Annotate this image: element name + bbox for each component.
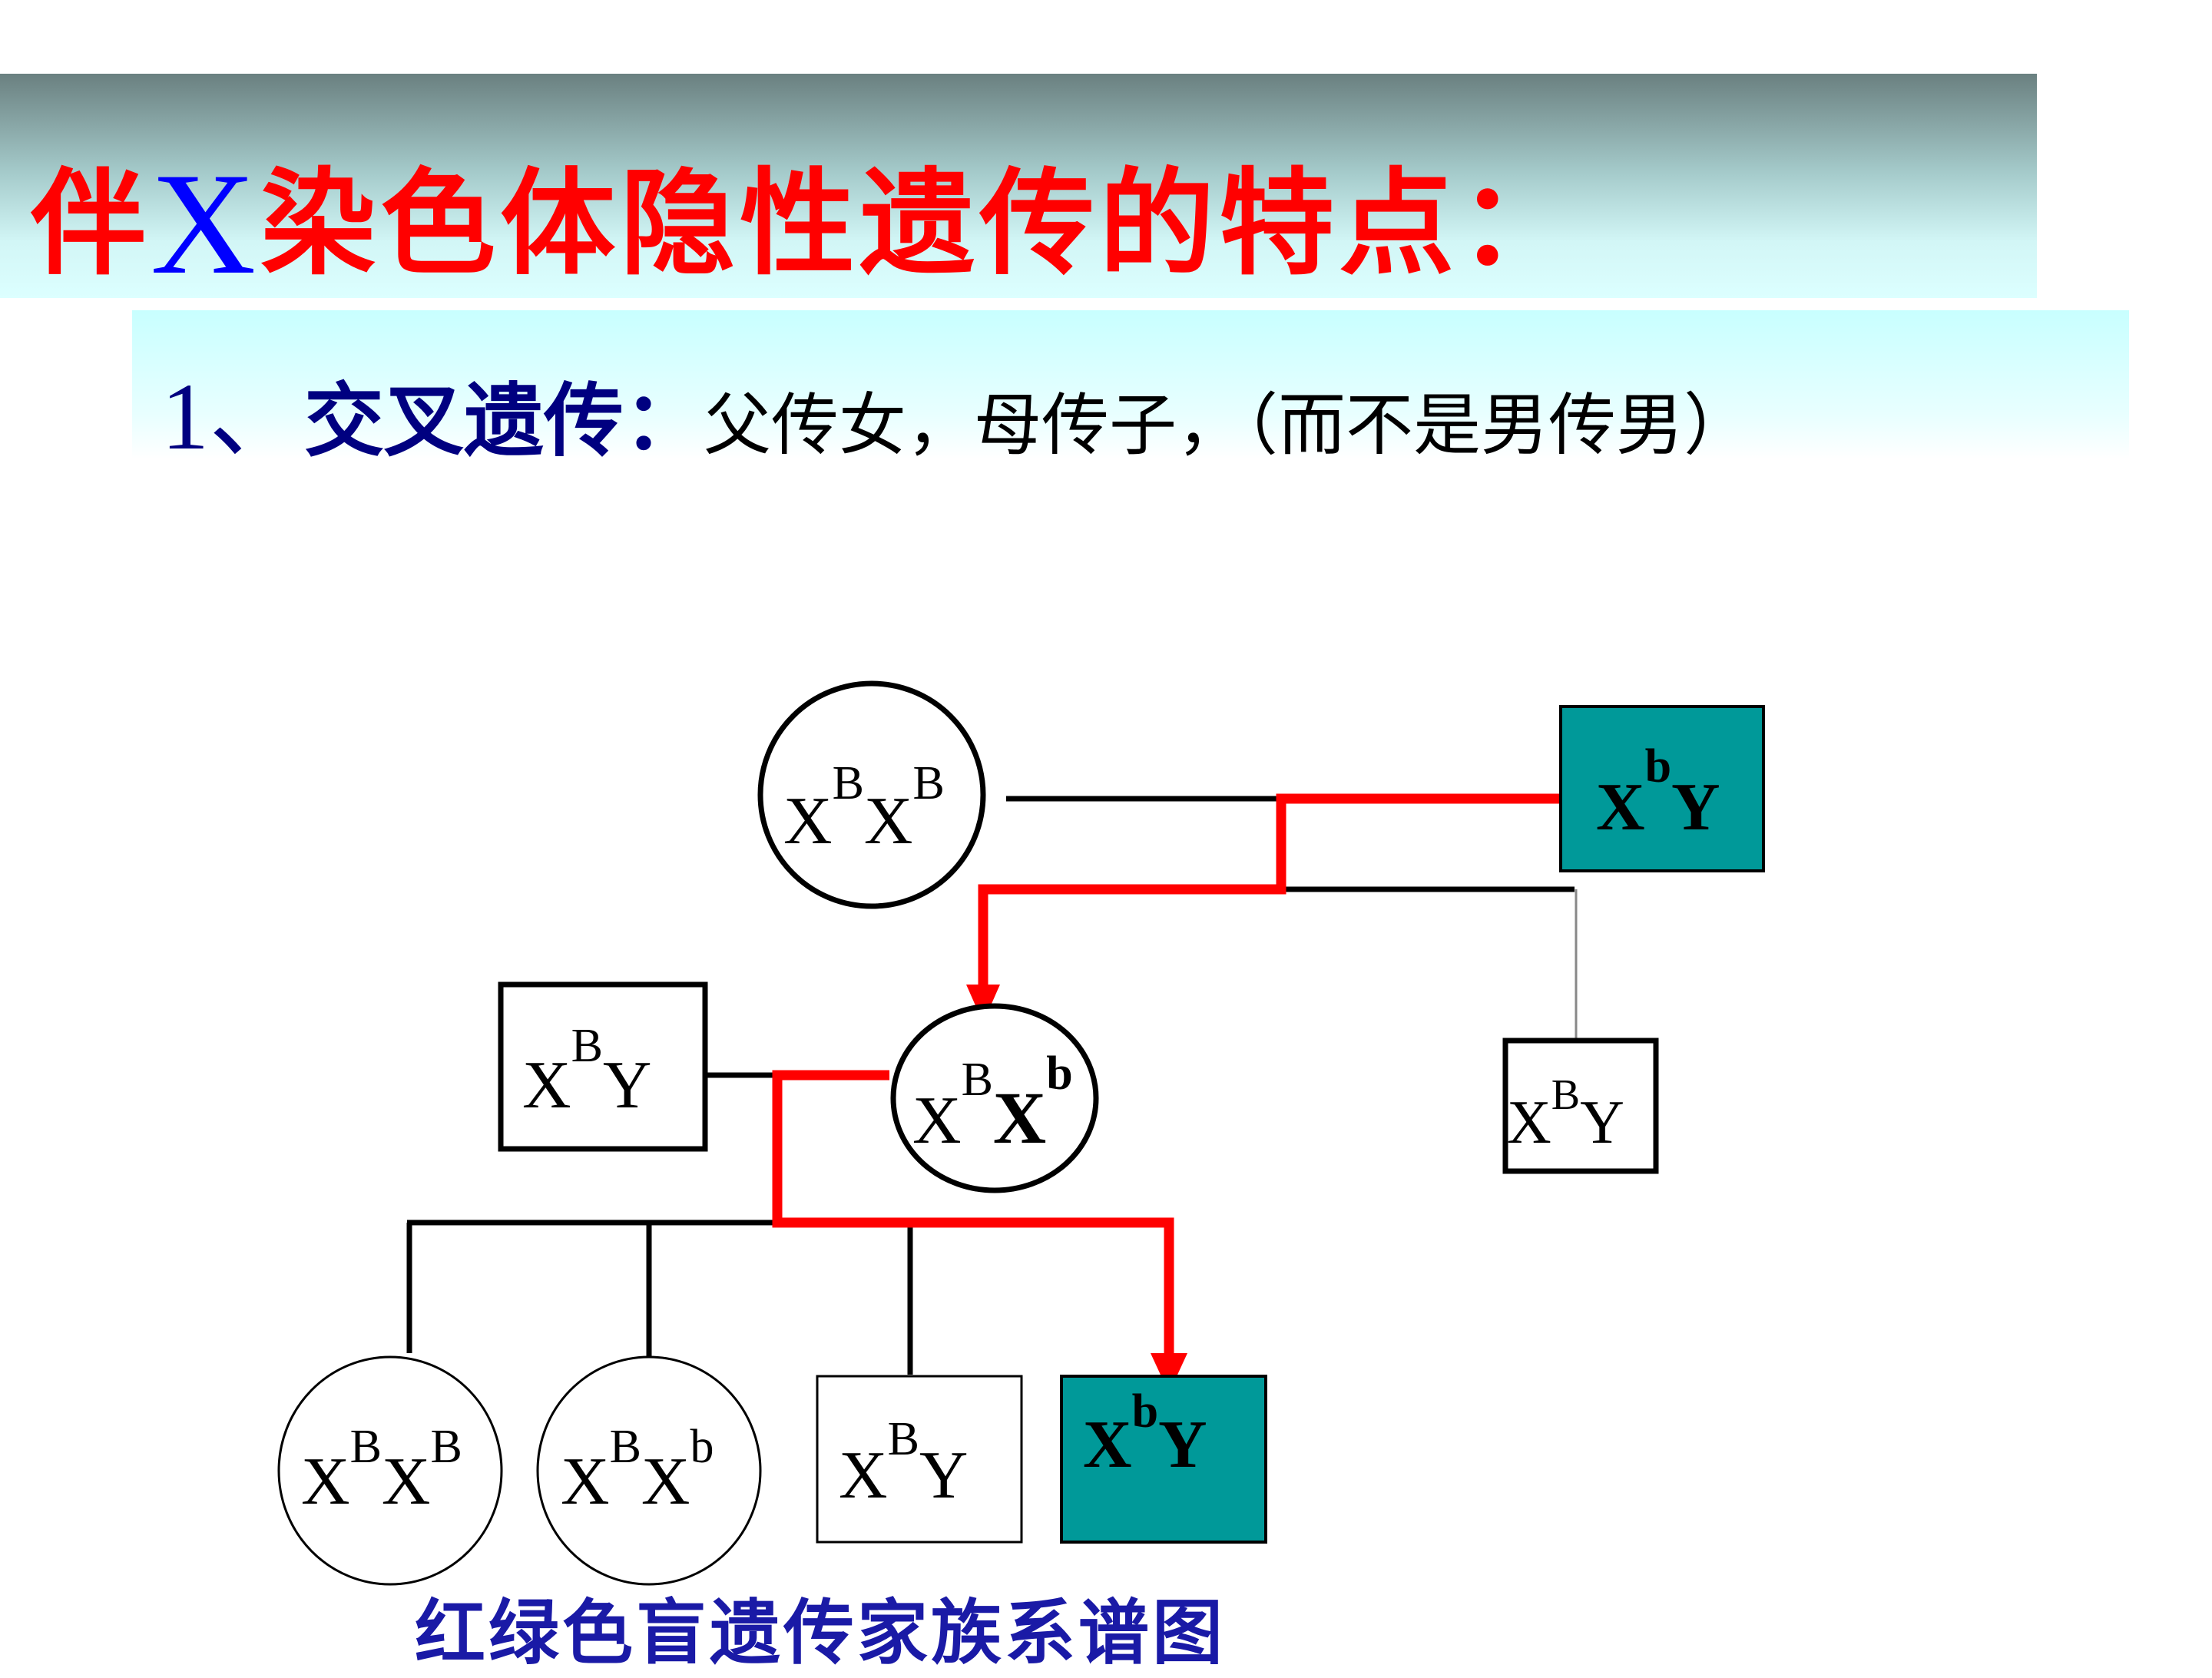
title-banner <box>0 74 2037 298</box>
daughter2-node: XBXb <box>536 1355 762 1586</box>
title-prefix: 伴 <box>31 157 151 291</box>
daughter2-genotype: XBXb <box>561 1421 714 1519</box>
subtitle-banner <box>132 310 2129 459</box>
son1-genotype: XBY <box>839 1413 968 1513</box>
daughter1-node: XBXB <box>277 1355 503 1586</box>
path-grandfather-to-mother <box>978 793 1559 991</box>
grandfather-genotype: XbY <box>1596 740 1720 845</box>
grandmother-node: XBXB <box>757 680 986 909</box>
son2-genotype: XbY <box>1083 1385 1207 1482</box>
son2-node: XbY <box>1060 1375 1267 1544</box>
arrowhead-to-mother <box>966 985 1000 1023</box>
father-node: XBY <box>498 981 708 1152</box>
daughter1-genotype: XBXB <box>301 1421 462 1519</box>
subtitle-description: 父传女，母传子，（而不是男传男） <box>704 386 1752 465</box>
son1-node: XBY <box>816 1375 1023 1544</box>
title-suffix: 染色体隐性遗传的特点： <box>260 157 1579 291</box>
mother-genotype: XBXb <box>912 1048 1073 1159</box>
father-genotype: XBY <box>522 1020 651 1123</box>
path-mother-to-son <box>772 1070 1174 1359</box>
diagram-caption: 红绿色盲遗传家族系谱图 <box>415 1592 1227 1674</box>
inheritance-path <box>772 793 1559 1359</box>
grandmother-genotype: XBXB <box>783 757 945 859</box>
mother-node: XBXb <box>890 1003 1099 1193</box>
uncle-genotype: XBY <box>1507 1071 1624 1157</box>
title-x-letter: X <box>151 144 261 305</box>
arrowhead-to-son <box>1151 1353 1187 1393</box>
subtitle-term: 交叉遗传： <box>304 374 704 468</box>
uncle-node: XBY <box>1502 1038 1659 1174</box>
slide-title: 伴X染色体隐性遗传的特点： <box>31 131 1578 308</box>
grandfather-node: XbY <box>1559 705 1765 872</box>
subtitle: 1、交叉遗传：父传女，母传子，（而不是男传男） <box>161 338 1751 476</box>
subtitle-number: 1、 <box>161 364 305 469</box>
